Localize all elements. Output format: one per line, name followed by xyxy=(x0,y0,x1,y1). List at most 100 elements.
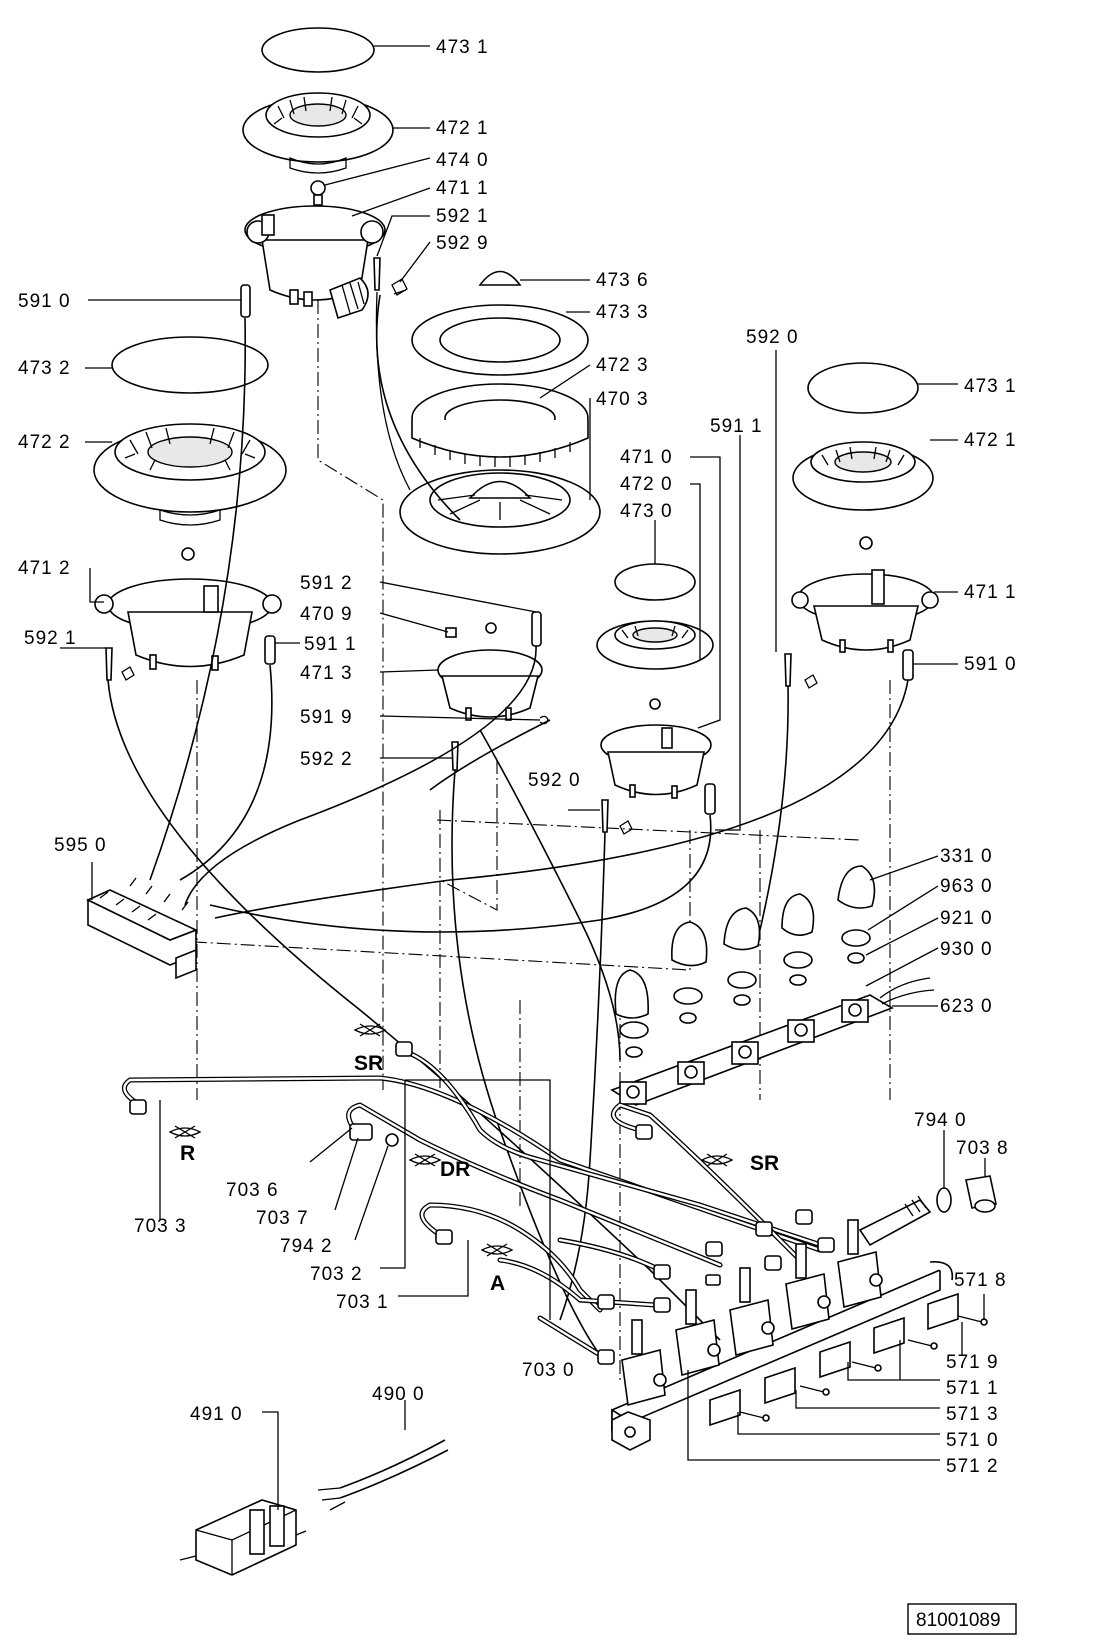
callout-470-9: 470 9 xyxy=(300,604,353,625)
burner-code-markers xyxy=(168,1023,734,1257)
callout-571-8: 571 8 xyxy=(954,1270,1007,1291)
control-knobs-331-0 xyxy=(614,865,876,1019)
callout-592-0-mid: 592 0 xyxy=(528,770,581,791)
callout-472-2: 472 2 xyxy=(18,432,71,453)
callout-591-2: 591 2 xyxy=(300,573,353,594)
callout-471-3: 471 3 xyxy=(300,663,353,684)
callout-571-9: 571 9 xyxy=(946,1352,999,1373)
gas-manifold xyxy=(611,1261,954,1451)
thermocouple-591-1-mid xyxy=(704,783,716,815)
burner-cap-473-2 xyxy=(111,336,269,394)
clip-592-9 xyxy=(391,278,408,296)
ignition-switch-strip-623-0 xyxy=(610,977,935,1106)
callout-471-2: 471 2 xyxy=(18,558,71,579)
callout-703-0: 703 0 xyxy=(522,1360,575,1381)
callout-591-0-right: 591 0 xyxy=(964,654,1017,675)
callout-473-1-top: 473 1 xyxy=(436,37,489,58)
washer-794-0 xyxy=(936,1187,952,1213)
callout-591-9: 591 9 xyxy=(300,707,353,728)
screw-474-0 xyxy=(310,180,326,206)
burner-code-a: A xyxy=(490,1272,505,1295)
callout-571-0: 571 0 xyxy=(946,1430,999,1451)
callout-571-3: 571 3 xyxy=(946,1404,999,1425)
elbow-703-8 xyxy=(965,1175,997,1213)
callout-473-6: 473 6 xyxy=(596,270,649,291)
knob-washers-963-0-921-0 xyxy=(619,929,871,1058)
callout-470-3: 470 3 xyxy=(596,389,649,410)
callout-472-3: 472 3 xyxy=(596,355,649,376)
crown-472-1-right xyxy=(792,441,934,511)
burner-body-471-1-top xyxy=(244,205,386,320)
burner-body-471-1-right xyxy=(791,536,939,653)
burner-body-471-2 xyxy=(94,547,282,671)
callout-595-0: 595 0 xyxy=(54,835,107,856)
thermocouple-591-0-right xyxy=(902,649,914,681)
leader-lines xyxy=(60,45,986,1510)
burner-body-471-0 xyxy=(600,698,712,799)
callout-591-0-left: 591 0 xyxy=(18,291,71,312)
callout-794-0: 794 0 xyxy=(914,1110,967,1131)
callout-930-0: 930 0 xyxy=(940,939,993,960)
cap-473-0 xyxy=(614,563,696,601)
gas-pipes xyxy=(121,1047,833,1358)
callout-471-1-right: 471 1 xyxy=(964,582,1017,603)
callout-592-9: 592 9 xyxy=(436,233,489,254)
cap-473-1-right xyxy=(807,362,919,414)
callout-703-1: 703 1 xyxy=(336,1292,389,1313)
callout-703-3: 703 3 xyxy=(134,1216,187,1237)
pipe-fittings xyxy=(129,1041,835,1365)
callout-473-0: 473 0 xyxy=(620,501,673,522)
callout-473-3: 473 3 xyxy=(596,302,649,323)
callout-331-0: 331 0 xyxy=(940,846,993,867)
cap-473-6 xyxy=(478,270,522,286)
ignition-cable-490-0 xyxy=(317,1439,449,1511)
callout-474-0: 474 0 xyxy=(436,150,489,171)
burner-code-sr-lower: SR xyxy=(750,1152,779,1175)
callout-703-2: 703 2 xyxy=(310,1264,363,1285)
burner-code-sr-upper: SR xyxy=(354,1052,383,1075)
callout-571-2: 571 2 xyxy=(946,1456,999,1477)
crown-472-0 xyxy=(596,620,714,670)
gas-valves-571 xyxy=(621,1219,883,1407)
burner-cap-473-1-top xyxy=(261,27,375,73)
base-470-3 xyxy=(399,469,601,555)
drawing-number: 81001089 xyxy=(916,1610,1001,1631)
valve-brackets xyxy=(709,1292,959,1427)
thermocouple-591-0-left xyxy=(240,284,251,318)
burner-crown-472-2 xyxy=(93,423,287,526)
callout-591-1-left: 591 1 xyxy=(304,634,357,655)
crown-472-3 xyxy=(411,383,589,467)
callout-591-1-mid: 591 1 xyxy=(710,416,763,437)
burner-code-labels: SR R DR SR A xyxy=(180,1052,779,1295)
thermocouple-591-2 xyxy=(531,611,542,647)
screws-571 xyxy=(739,1315,988,1422)
callout-491-0: 491 0 xyxy=(190,1404,243,1425)
terminal-block-595-0 xyxy=(86,877,199,980)
callout-490-0: 490 0 xyxy=(372,1384,425,1405)
callout-703-6: 703 6 xyxy=(226,1180,279,1201)
burner-body-471-3 xyxy=(437,622,543,721)
callout-592-1-top: 592 1 xyxy=(436,206,489,227)
burner-code-r: R xyxy=(180,1142,195,1165)
callout-963-0: 963 0 xyxy=(940,876,993,897)
ignition-generator-491-0 xyxy=(179,1499,307,1576)
callout-703-8: 703 8 xyxy=(956,1138,1009,1159)
callout-623-0: 623 0 xyxy=(940,996,993,1017)
callout-571-1: 571 1 xyxy=(946,1378,999,1399)
callout-472-1-right: 472 1 xyxy=(964,430,1017,451)
thermocouple-591-1-left xyxy=(264,635,276,665)
callout-472-1-top: 472 1 xyxy=(436,118,489,139)
electrode-592-0-top xyxy=(784,653,818,689)
inlet-pipe xyxy=(858,1195,932,1247)
ring-473-3 xyxy=(411,304,589,376)
callout-921-0: 921 0 xyxy=(940,908,993,929)
callout-471-1-top: 471 1 xyxy=(436,178,489,199)
burner-crown-472-1-top xyxy=(242,92,394,174)
callout-592-1-left: 592 1 xyxy=(24,628,77,649)
callout-labels: 473 1 472 1 474 0 471 1 592 1 592 9 473 … xyxy=(18,37,1017,1477)
callout-472-0: 472 0 xyxy=(620,474,673,495)
drawing-number-box: 81001089 xyxy=(907,1603,1017,1635)
callout-592-0-top: 592 0 xyxy=(746,327,799,348)
callout-473-1-right: 473 1 xyxy=(964,376,1017,397)
